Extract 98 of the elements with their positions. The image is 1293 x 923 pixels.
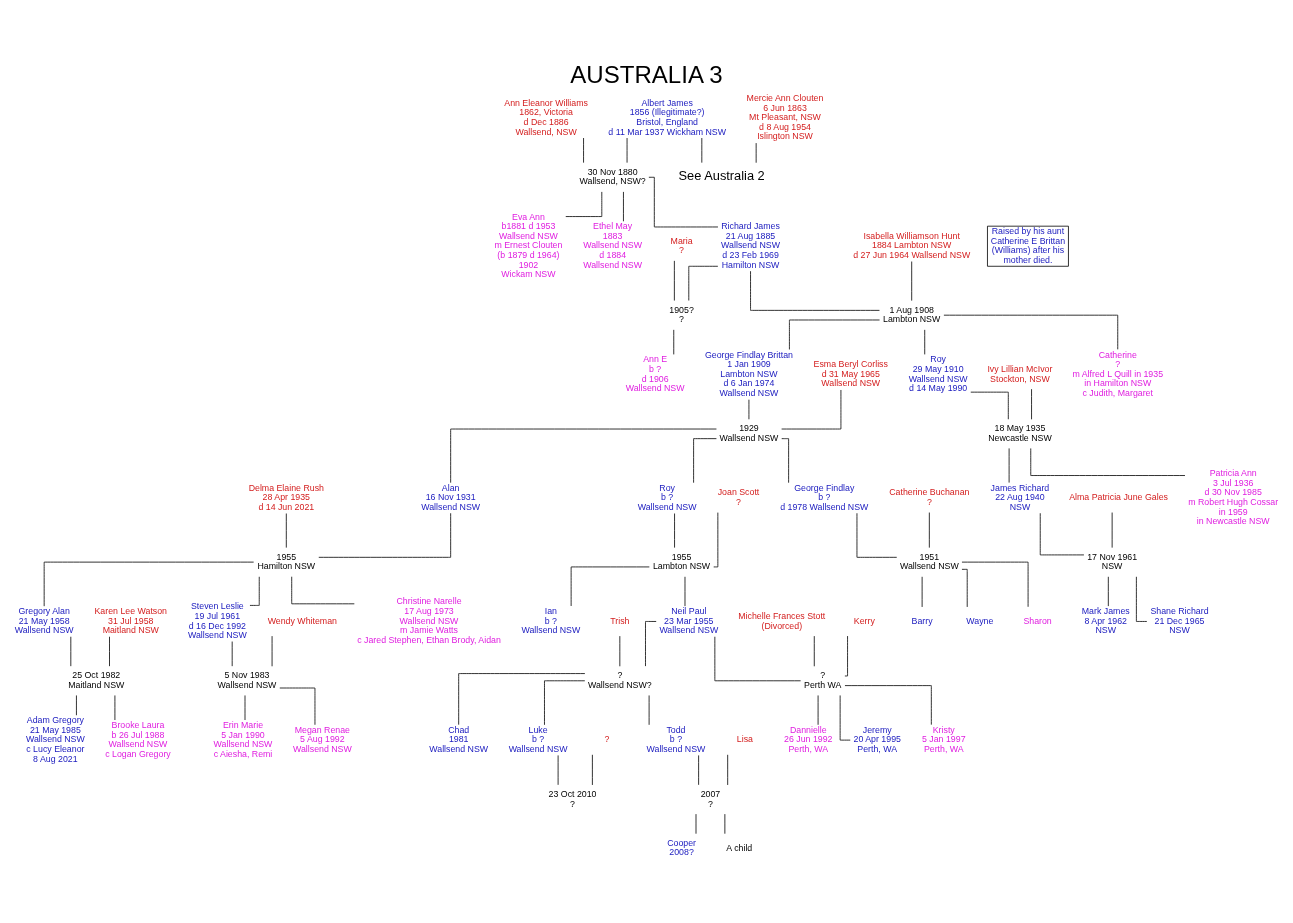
connector xyxy=(674,513,675,548)
node-text: Brooke Laura b 26 Jul 1988 Wallsend NSW c Logan Gregory xyxy=(105,719,171,759)
node-text: Ann Eleanor Williams 1862, Victoria d Dec 1886 Wallsend, NSW xyxy=(504,97,588,137)
node-text: Jeremy 20 Apr 1995 Perth, WA xyxy=(853,724,901,754)
connector xyxy=(698,755,699,786)
connector xyxy=(673,260,675,301)
node-box: Raised by his aunt Catherine E Brittan (Williams) after his mother died. xyxy=(987,225,1069,267)
connector xyxy=(1031,388,1032,420)
node-text: Delma Elaine Rush 28 Apr 1935 d 14 Jun 2021 xyxy=(248,482,324,512)
connector xyxy=(856,512,898,558)
node-text: ? Perth WA xyxy=(804,670,842,690)
node-text: 30 Nov 1880 Wallsend, NSW? xyxy=(579,166,646,187)
connector xyxy=(750,270,880,311)
node-text: George Findlay Brittan 1 Jan 1909 Lambton NSW d 6 Jan 1974 Wallsend NSW xyxy=(704,349,793,398)
node-text: Ethel May 1883 Wallsend NSW d 1884 Wallsend NSW xyxy=(583,221,643,270)
node-text: ? xyxy=(604,734,610,745)
diagram-title: AUSTRALIA 3 xyxy=(570,60,723,88)
node-text: Ann E b ? d 1906 Wallsend NSW xyxy=(625,354,685,394)
node-text: Wendy Whiteman xyxy=(267,615,337,626)
connector xyxy=(1039,512,1085,556)
node-text: ? Wallsend NSW? xyxy=(587,670,652,690)
node-text: Barry xyxy=(911,615,933,626)
connector xyxy=(961,568,968,608)
node-text: Kerry xyxy=(853,615,875,626)
node-text: 2007 ? xyxy=(700,788,721,809)
node-text: Albert James 1856 (Illegitimate?) Bristol, England d 11 Mar 1937 Wickham NSW xyxy=(608,97,726,137)
connector xyxy=(76,695,77,716)
node-text: Steven Leslie 19 Jul 1961 d 16 Dec 1992 Wallsend NSW xyxy=(187,601,247,641)
node-text: Karen Lee Watson 31 Jul 1958 Maitland NSW xyxy=(94,606,168,636)
connector xyxy=(583,137,584,164)
node-text: Isabella Williamson Hunt 1884 Lambton NSW d 27 Jun 1964 Wallsend NSW xyxy=(853,230,971,261)
node-text: Christine Narelle 17 Aug 1973 Wallsend NSW m Jamie Watts c Jared Stephen, Ethan Brody, Aidan xyxy=(357,596,501,645)
node-text: 1955 Lambton NSW xyxy=(652,551,711,572)
node-text: 1955 Hamilton NSW xyxy=(257,551,316,572)
node-text: Trish xyxy=(610,615,630,626)
node-text: 1 Aug 1908 Lambton NSW xyxy=(883,304,941,325)
connector xyxy=(458,673,586,726)
node-text: Neil Paul 23 Mar 1955 Wallsend NSW xyxy=(659,606,719,636)
connector xyxy=(648,176,719,228)
connector xyxy=(1030,448,1186,476)
node-text: 18 May 1935 Newcastle NSW xyxy=(988,423,1052,443)
connector xyxy=(928,512,930,549)
node-text: Shane Richard 21 Dec 1965 NSW xyxy=(1150,606,1209,636)
node-text: Michelle Frances Stott (Divorced) xyxy=(738,610,826,631)
node-text: 17 Nov 1961 NSW xyxy=(1087,551,1138,572)
node-text: Richard James 21 Aug 1885 Wallsend NSW d 23 Feb 1969 Hamilton NSW xyxy=(721,221,780,270)
node-text: Dannielle 26 Jun 1992 Perth, WA xyxy=(784,724,833,754)
node-text: 25 Oct 1982 Maitland NSW xyxy=(68,670,125,690)
connector xyxy=(592,754,593,786)
connector xyxy=(727,754,729,786)
node-text: Wayne xyxy=(966,615,994,626)
node-text: Gregory Alan 21 May 1958 Wallsend NSW xyxy=(14,606,74,636)
node-text: Luke b ? Wallsend NSW xyxy=(508,724,568,754)
node-text: Kristy 5 Jan 1997 Perth, WA xyxy=(921,724,966,754)
connector xyxy=(565,191,603,217)
node-text: Erin Marie 5 Jan 1990 Wallsend NSW c Aiesha, Remi xyxy=(213,719,273,759)
node-text: Ivy Lillian McIvor Stockton, NSW xyxy=(987,363,1053,384)
node-text: Alma Patricia June Gales xyxy=(1069,492,1168,503)
node-text: Adam Gregory 21 May 1985 Wallsend NSW c Lucy Eleanor 8 Aug 2021 xyxy=(25,715,85,764)
node-text: Todd b ? Wallsend NSW xyxy=(646,724,706,754)
node-text: Patricia Ann 3 Jul 1936 d 30 Nov 1985 m Robert Hugh Cossar in 1959 in Newcastle NSW xyxy=(1188,468,1279,527)
node-text: See Australia 2 xyxy=(678,168,765,184)
node-text: Sharon xyxy=(1023,615,1052,626)
connector xyxy=(844,635,848,677)
node-text: Roy b ? Wallsend NSW xyxy=(637,482,697,512)
node-text: Mark James 8 Apr 1962 NSW xyxy=(1081,606,1130,636)
connector xyxy=(544,680,586,726)
node-text: A child xyxy=(726,842,753,853)
node-text: Roy 29 May 1910 Wallsend NSW d 14 May 1990 xyxy=(908,354,968,394)
node-text: Joan Scott ? xyxy=(717,487,760,508)
node-text: James Richard 22 Aug 1940 NSW xyxy=(990,482,1050,512)
node-text: Lisa xyxy=(736,734,753,745)
connector xyxy=(693,438,717,484)
connector xyxy=(789,319,880,350)
node-text: Ian b ? Wallsend NSW xyxy=(521,606,581,636)
node-text: 1929 Wallsend NSW xyxy=(719,423,779,443)
node-text: Cooper 2008? xyxy=(667,837,697,858)
node-text: 1905? ? xyxy=(669,304,694,325)
node-text: Eva Ann b1881 d 1953 Wallsend NSW m Ernest Clouten (b 1879 d 1964) 1902 Wickam NSW xyxy=(494,211,563,280)
node-text: Esma Beryl Corliss d 31 May 1965 Wallsend NSW xyxy=(813,359,888,389)
node-text: Catherine Buchanan ? xyxy=(889,487,970,508)
node-text: 5 Nov 1983 Wallsend NSW xyxy=(217,670,277,690)
node-text: Megan Renae 5 Aug 1992 Wallsend NSW xyxy=(292,724,352,754)
node-text: George Findlay b ? d 1978 Wallsend NSW xyxy=(780,482,869,512)
connector xyxy=(844,685,932,726)
node-text: 23 Oct 2010 ? xyxy=(548,788,597,809)
connector xyxy=(450,428,717,484)
node-text: Chad 1981 Wallsend NSW xyxy=(429,724,489,754)
node-text: Mercie Ann Clouten 6 Jun 1863 Mt Pleasant, NSW d 8 Aug 1954 Islington NSW xyxy=(746,92,824,142)
node-text: Maria ? xyxy=(670,235,693,256)
node-text: Catherine ? m Alfred L Quill in 1935 in Hamilton NSW c Judith, Margaret xyxy=(1072,349,1164,398)
connector xyxy=(1107,576,1109,607)
connector xyxy=(623,191,624,222)
node-text: Alan 16 Nov 1931 Wallsend NSW xyxy=(421,482,481,512)
connector xyxy=(318,512,452,558)
connector xyxy=(781,438,789,484)
connector xyxy=(109,636,110,667)
node-text: 1951 Wallsend NSW xyxy=(899,551,959,572)
